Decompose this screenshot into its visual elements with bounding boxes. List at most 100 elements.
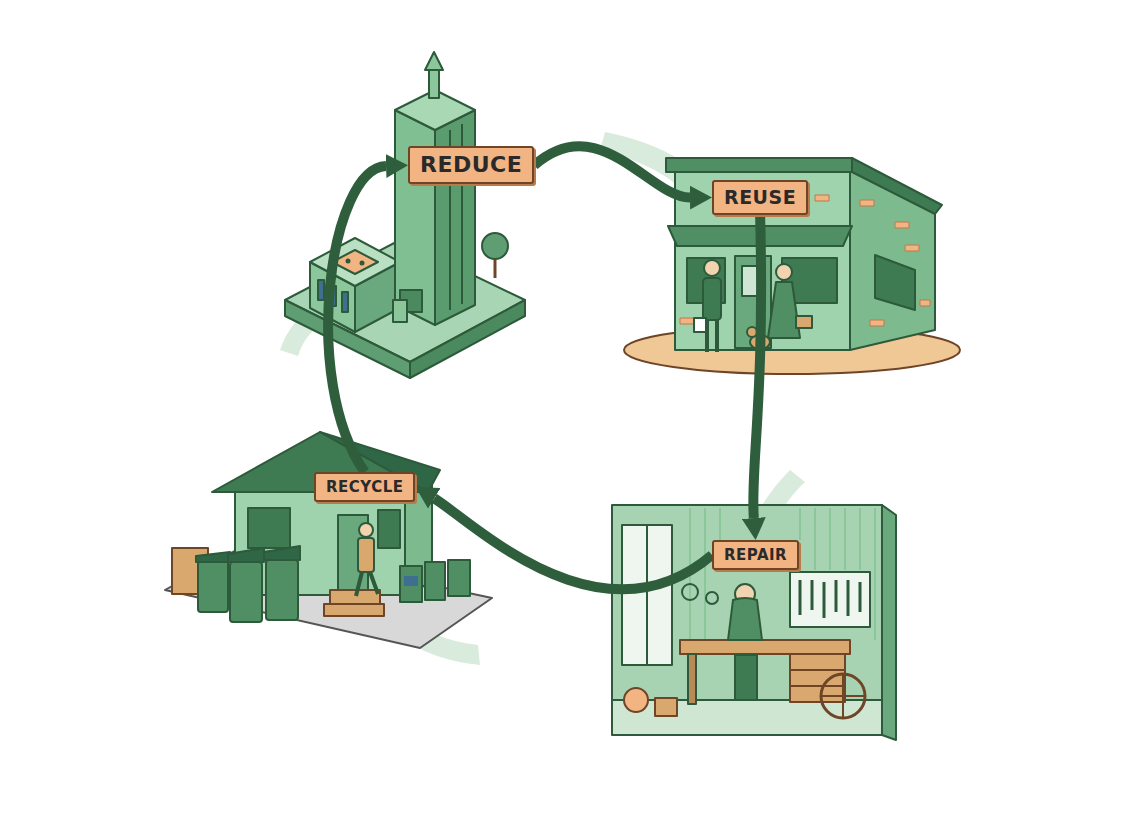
repair-workshop-part-part	[859, 582, 862, 612]
repair-workshop-part	[682, 584, 698, 600]
office-building-part	[435, 110, 475, 325]
recycle-center-part	[198, 560, 470, 622]
reuse-shop-part-part	[680, 318, 694, 324]
repair-workshop-part-part	[811, 580, 814, 610]
repair-workshop-part	[800, 580, 860, 618]
recycle-center-part-part	[264, 546, 300, 560]
recycle-center-part-part	[266, 560, 298, 620]
recycle-center-part	[359, 523, 373, 537]
recycle-center	[165, 432, 492, 648]
reuse-shop-part-part	[860, 200, 874, 206]
sign-board: REDUCE	[408, 146, 534, 184]
repair-workshop-part-part	[835, 580, 838, 612]
repair-workshop-part	[646, 525, 648, 665]
repair-workshop	[612, 505, 896, 740]
reuse-shop-part-part	[870, 320, 884, 326]
office-building-part	[393, 300, 407, 322]
office-building-part	[310, 238, 400, 286]
repair-workshop-part-part	[823, 582, 826, 618]
office-building-part	[494, 258, 497, 278]
recycle-center-part	[404, 576, 418, 586]
recycle-center-part	[370, 572, 378, 594]
recycle-center-part-part	[448, 560, 470, 596]
recycle-center-part	[378, 510, 400, 548]
sign-board: RECYCLE	[314, 472, 415, 502]
flow-arrow	[434, 498, 712, 589]
recycle-center-part	[196, 546, 300, 562]
recycle-center-part-part	[198, 560, 228, 612]
office-building-part	[346, 259, 351, 264]
repair-workshop-part	[790, 654, 845, 702]
repair-workshop-part-part	[719, 508, 721, 540]
reuse-shop-part	[747, 327, 757, 337]
repair-workshop-part-part	[799, 580, 802, 615]
reuse-shop-part	[776, 264, 792, 280]
reuse-shop-part-part	[815, 195, 829, 201]
reuse-shop-part	[666, 158, 852, 172]
office-building-part	[395, 110, 435, 325]
repair-workshop-part-part	[859, 508, 861, 570]
repair-workshop-part	[706, 592, 718, 604]
repair-workshop-part	[690, 508, 875, 640]
repair-workshop-part	[688, 654, 696, 704]
reuse-shop-part	[852, 158, 942, 214]
flow-arrow	[534, 146, 690, 197]
recycle-center-part	[248, 508, 290, 548]
sign-label: RECYCLE	[326, 478, 403, 496]
repair-workshop-part	[790, 572, 870, 627]
repair-workshop-part	[882, 505, 896, 740]
repair-workshop-part-part	[874, 508, 876, 640]
flow-arrow	[328, 166, 386, 472]
reuse-shop-part	[875, 255, 915, 310]
office-building-part	[342, 292, 348, 312]
recycle-center-part	[324, 604, 384, 616]
office-building-part	[318, 280, 324, 300]
reuse-shop-part	[715, 320, 719, 352]
recycle-center-part	[356, 572, 362, 596]
sign-label: REUSE	[724, 186, 796, 209]
repair-workshop-part	[680, 640, 850, 654]
office-building-part	[482, 233, 508, 259]
repair-workshop-part	[612, 505, 882, 730]
repair-workshop-part-part	[799, 508, 801, 540]
repair-workshop-part	[790, 685, 845, 687]
repair-workshop-part	[790, 669, 845, 671]
repair-workshop-part-part	[829, 508, 831, 570]
office-building-part	[360, 261, 365, 266]
recycle-center-part-part	[400, 566, 422, 602]
office-building-part	[425, 52, 443, 70]
reuse-shop-part-part	[905, 245, 919, 251]
sign-label: REPAIR	[724, 546, 787, 564]
recycle-center-part-part	[230, 562, 262, 622]
office-building	[285, 52, 525, 378]
reuse-shop-part	[768, 282, 800, 338]
sign-label: REDUCE	[420, 152, 522, 178]
repair-workshop-part	[624, 688, 648, 712]
repair-workshop-part-part	[704, 508, 706, 640]
reuse-shop-part	[703, 278, 721, 320]
reuse-shop-part	[704, 260, 720, 276]
reuse-shop-part-part	[920, 300, 930, 306]
sign-board: REPAIR	[712, 540, 799, 570]
repair-workshop-part	[622, 525, 672, 665]
repair-workshop-part-part	[814, 508, 816, 570]
reuse-shop-part-part	[895, 222, 909, 228]
repair-workshop-part	[821, 695, 865, 697]
repair-workshop-part	[655, 698, 677, 716]
recycle-center-part	[358, 538, 374, 572]
recycle-center-part-part	[196, 552, 230, 562]
repair-workshop-part	[821, 674, 865, 718]
sign-board: REUSE	[712, 180, 808, 215]
recycle-center-part-part	[228, 548, 264, 562]
reuse-shop-part	[694, 318, 706, 332]
flow-arrow	[753, 215, 761, 518]
reuse-shop-part	[796, 316, 812, 328]
repair-workshop-part-part	[844, 508, 846, 570]
repair-workshop-part	[728, 598, 762, 640]
repair-workshop-part-part	[847, 580, 850, 616]
repair-workshop-part	[735, 655, 757, 700]
